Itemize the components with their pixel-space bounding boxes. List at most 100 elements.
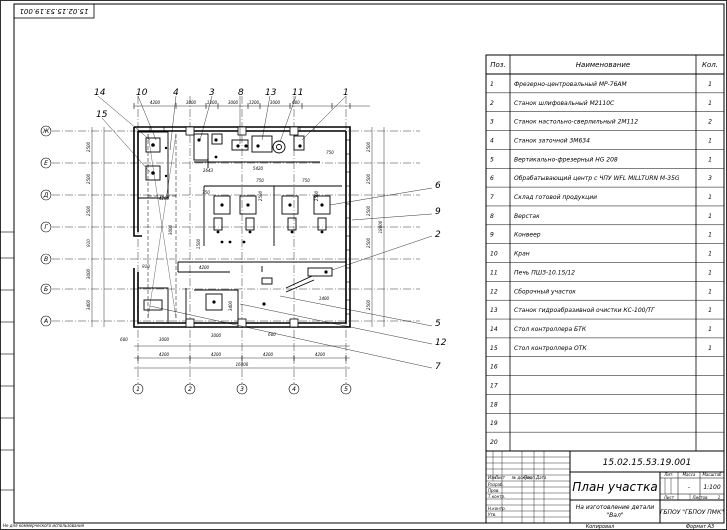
dim-label: 4200 (211, 352, 222, 357)
mass-label: Масса (683, 472, 696, 477)
spec-row-qty: 3 (708, 175, 712, 182)
axis-row-label: Ж (42, 128, 50, 135)
dim-label: 600 (120, 337, 128, 342)
rotated-doc-code: 15.02.15.53.19.001 (19, 7, 88, 15)
spec-row-pos: 9 (490, 232, 494, 239)
doc-code: 15.02.15.53.19.001 (603, 458, 692, 468)
spec-row-name: Стол контроллера ОТК (514, 345, 587, 352)
dim-label: 600 (268, 332, 276, 337)
axis-row-label: Б (44, 286, 48, 293)
dim-label: 1200 (207, 100, 218, 105)
axis-row-labels: Ж Е Д Г В Б А (42, 128, 50, 325)
spec-row-name: Станок гидроабразивной очистки КС-100/ТГ (514, 307, 655, 314)
spec-row-pos: 6 (490, 175, 494, 182)
spec-row-pos: 14 (490, 326, 498, 333)
scale-value: 1:100 (703, 484, 720, 491)
axis-col-label: 5 (344, 386, 348, 393)
dim-label: 3000 (270, 100, 281, 105)
format-label: Формат А3 (686, 524, 714, 530)
callout-label: 12 (435, 338, 447, 348)
dim-label: 3000 (86, 268, 91, 279)
spec-row-name: Станок заточной 3М634 (514, 137, 590, 144)
dim-label: 2500 (314, 190, 319, 201)
dim-label: 2500 (86, 173, 91, 184)
dim-label: 2500 (366, 237, 371, 248)
callout-label: 3 (209, 88, 215, 98)
stamp-header: Дата (535, 475, 547, 480)
copied-label: Копировал (586, 524, 615, 530)
dim-label: 4200 (159, 352, 170, 357)
callout-label: 6 (435, 181, 441, 191)
dim-label: 2643 (203, 168, 214, 173)
callout-label: 2 (435, 230, 441, 240)
dim-label: 3000 (186, 100, 197, 105)
spec-row-name: Стол контроллера БТК (514, 326, 587, 333)
floor-plan (40, 95, 433, 395)
spec-row-pos: 19 (490, 420, 498, 427)
spec-header-qty: Кол. (702, 61, 718, 69)
spec-row-pos: 18 (490, 401, 498, 408)
dim-label: 910 (142, 264, 150, 269)
callout-label: 9 (435, 207, 441, 217)
bottom-note: Не для коммерческого использования (3, 523, 85, 528)
spec-row-qty: 1 (708, 269, 712, 276)
dim-label: 1500 (196, 238, 201, 249)
spec-row-name: Кран (514, 251, 530, 258)
callout-label: 1 (343, 88, 349, 98)
spec-row-qty: 1 (708, 213, 712, 220)
title-block-text: 15.02.15.53.19.001 План участка На изгот… (488, 458, 724, 530)
spec-header-name: Наименование (576, 61, 630, 69)
axis-col-labels: 1 2 3 4 5 (136, 386, 348, 393)
dim-label: 2500 (366, 205, 371, 216)
callout-label: 15 (96, 110, 108, 120)
drawing-subtitle-1: На изготовление детали (576, 504, 655, 511)
axis-row-label: А (43, 318, 48, 325)
spec-row-pos: 12 (490, 288, 498, 295)
axis-row-label: Д (43, 192, 49, 199)
axis-row-label: Г (44, 224, 48, 231)
left-margin-strip (0, 231, 14, 491)
stamp-header: Изм. (488, 475, 497, 480)
spec-row-name: Печь ПШЗ-10.15/12 (514, 269, 575, 276)
axis-col-label: 4 (292, 386, 296, 393)
drawing-title: План участка (572, 480, 657, 494)
callouts: 14 10 4 3 8 13 11 1 15 6 9 2 5 12 7 (94, 88, 447, 372)
dim-label: 18000 (378, 220, 383, 233)
spec-row-qty: 1 (708, 232, 712, 239)
spec-row-qty: 1 (708, 307, 712, 314)
organization: ГБПОУ "ГБПОУ ПМК" (660, 509, 724, 516)
sheets-count: 1 (718, 495, 721, 500)
dim-label: 1400 (319, 296, 330, 301)
dim-label: 3000 (211, 333, 222, 338)
spec-row-qty: 1 (708, 326, 712, 333)
dim-label: 3000 (228, 100, 239, 105)
spec-row-pos: 11 (490, 269, 498, 276)
spec-row-pos: 15 (490, 345, 498, 352)
title-block (485, 450, 725, 524)
axis-row-label: В (44, 256, 48, 263)
dim-label: 2500 (366, 141, 371, 152)
dim-label: 600 (292, 100, 300, 105)
dim-label: 4200 (159, 196, 170, 201)
spec-row-name: Станок шлифовальный М2110С (514, 100, 615, 107)
spec-row-pos: 20 (490, 439, 498, 446)
dim-label: 4200 (315, 352, 326, 357)
dim-label: 2500 (258, 190, 263, 201)
dim-label: 750 (256, 178, 264, 183)
stamp-header: Лист (494, 475, 506, 480)
dim-label: 750 (202, 190, 210, 195)
spec-row-name: Конвеер (514, 232, 541, 239)
stamp-role: Утв. (488, 512, 496, 517)
callout-label: 10 (136, 88, 148, 98)
callout-label: 4 (173, 88, 179, 98)
spec-row-name: Обрабатывающий центр с ЧПУ WFL MILLTURN … (514, 175, 680, 182)
dim-label: 2500 (86, 141, 91, 152)
spec-row-pos: 5 (490, 156, 494, 163)
stamp-role: Разраб. (488, 482, 504, 487)
spec-row-qty: 1 (708, 194, 712, 201)
spec-row-pos: 13 (490, 307, 498, 314)
callout-label: 13 (265, 88, 277, 98)
callout-label: 11 (292, 88, 303, 98)
